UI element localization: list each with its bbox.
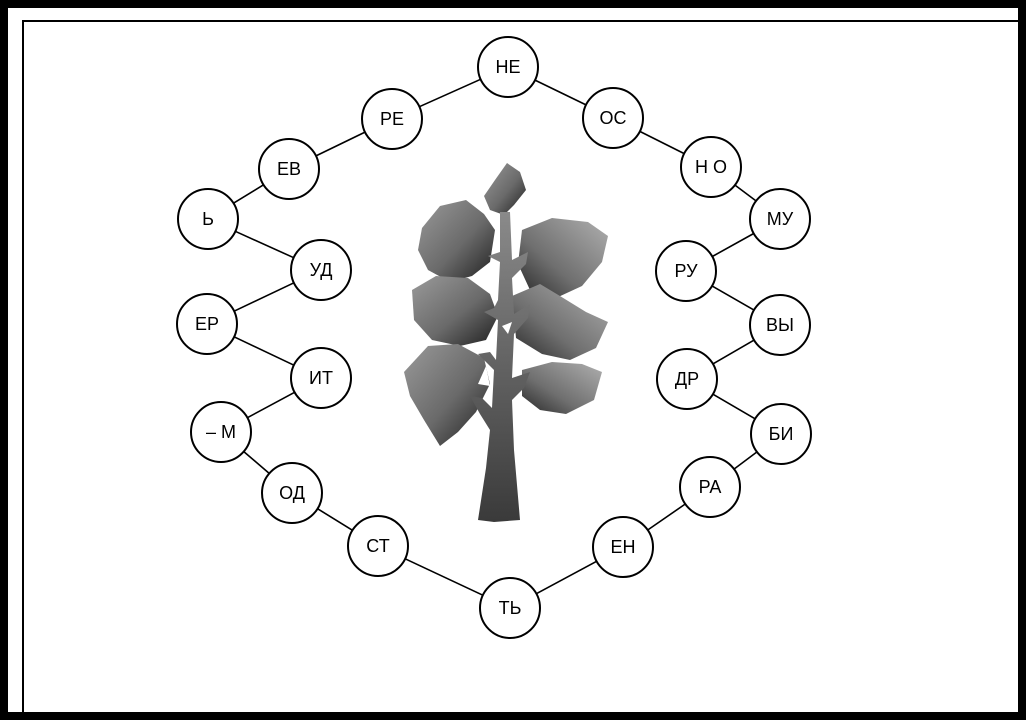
ring-node-11[interactable]: ТЬ <box>480 578 540 638</box>
tree-leaf-upper-right <box>518 218 608 298</box>
node-label: НЕ <box>495 57 520 77</box>
connector-line <box>234 337 294 365</box>
ring-node-5[interactable]: УД <box>291 240 351 300</box>
connector-line <box>234 185 264 203</box>
node-label: ТЬ <box>499 598 522 618</box>
ring-node-8[interactable]: – М <box>191 402 251 462</box>
node-label: РА <box>699 477 722 497</box>
ring-node-1[interactable]: НЕ <box>478 37 538 97</box>
node-label: СТ <box>366 536 389 556</box>
ring-node-12[interactable]: ЕН <box>593 517 653 577</box>
tree-illustration <box>404 163 608 522</box>
ring-node-4[interactable]: Ь <box>178 189 238 249</box>
connector-line <box>316 132 365 156</box>
word-ring: НЕ РЕ ЕВ Ь УД ЕР ИТ – М <box>177 37 811 638</box>
connector-line <box>419 79 480 106</box>
ring-node-7[interactable]: ИТ <box>291 348 351 408</box>
connector-line <box>735 185 756 201</box>
node-label: ДР <box>675 369 699 389</box>
node-label: ИТ <box>309 368 333 388</box>
ring-node-3[interactable]: ЕВ <box>259 139 319 199</box>
node-label: ЕН <box>610 537 635 557</box>
tree-leaf-lower-left <box>404 344 490 446</box>
ring-node-9[interactable]: ОД <box>262 463 322 523</box>
node-label: ВЫ <box>766 315 794 335</box>
connector-line <box>536 561 596 593</box>
tree-leaf-lower-right <box>522 362 602 414</box>
connector-line <box>713 394 755 419</box>
ring-node-6[interactable]: ЕР <box>177 294 237 354</box>
ring-node-2[interactable]: РЕ <box>362 89 422 149</box>
connector-line <box>235 231 293 257</box>
tree-top-leaf <box>484 163 526 215</box>
connector-line <box>712 286 754 310</box>
connector-line <box>234 283 294 311</box>
node-label: ЕР <box>195 314 219 334</box>
tree-leaf-middle-left <box>412 276 498 346</box>
node-label: МУ <box>767 209 794 229</box>
connector-line <box>405 559 483 595</box>
ring-node-16[interactable]: ВЫ <box>750 295 810 355</box>
node-label: ЕВ <box>277 159 301 179</box>
ring-node-19[interactable]: Н О <box>681 137 741 197</box>
node-label: РУ <box>674 261 698 281</box>
node-label: ОС <box>600 108 627 128</box>
connector-line <box>734 452 757 469</box>
ring-node-18[interactable]: МУ <box>750 189 810 249</box>
tree-leaf-upper-left <box>418 200 495 282</box>
connector-line <box>712 234 753 257</box>
node-label: – М <box>206 422 236 442</box>
ring-node-15[interactable]: ДР <box>657 349 717 409</box>
ring-node-14[interactable]: БИ <box>751 404 811 464</box>
node-label: ОД <box>279 483 305 503</box>
node-label: БИ <box>769 424 794 444</box>
ring-node-17[interactable]: РУ <box>656 241 716 301</box>
ring-node-10[interactable]: СТ <box>348 516 408 576</box>
connector-line <box>648 504 686 530</box>
node-label: Н О <box>695 157 727 177</box>
node-label: Ь <box>202 209 214 229</box>
node-label: РЕ <box>380 109 404 129</box>
connector-line <box>713 340 754 364</box>
ring-node-13[interactable]: РА <box>680 457 740 517</box>
node-label: УД <box>310 260 333 280</box>
connector-line <box>247 392 294 417</box>
connector-line <box>535 80 586 105</box>
connector-line <box>318 509 353 531</box>
connector-line <box>640 131 684 153</box>
connector-line <box>244 452 269 474</box>
ring-node-20[interactable]: ОС <box>583 88 643 148</box>
